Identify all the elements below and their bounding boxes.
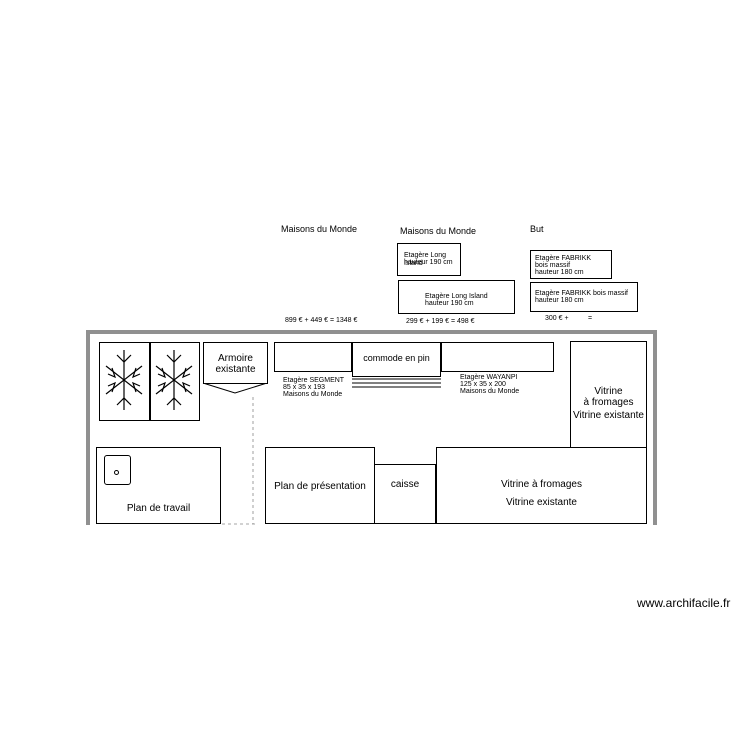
armoire-existante: Armoire existante — [203, 342, 268, 384]
commode-en-pin: commode en pin — [352, 342, 441, 377]
sink-drain-icon — [114, 470, 119, 475]
shelf-wayanpi — [441, 342, 554, 372]
plan-de-travail-label: Plan de travail — [126, 503, 191, 514]
freezer-2-icon — [155, 350, 193, 410]
wayanpi-name: Etagère WAYANPI — [460, 374, 518, 381]
label-maisons-du-monde-1: Maisons du Monde — [281, 224, 358, 234]
segment-brand: Maisons du Monde — [283, 391, 343, 398]
vitrine-right-label-1: Vitrine — [594, 386, 623, 397]
shelf-long-island-2-height: hauteur 190 cm — [425, 300, 474, 307]
armoire-label-2: existante — [215, 364, 256, 375]
freezer-1-icon — [105, 350, 143, 410]
plan-de-travail: Plan de travail — [96, 447, 221, 524]
vitrine-bottom-label-2: Vitrine existante — [506, 497, 577, 508]
caisse-label: caisse — [390, 479, 420, 490]
watermark: www.archifacile.fr — [637, 596, 731, 610]
shelf-long-island-2: Etagère Long Island hauteur 190 cm — [398, 280, 515, 314]
shelf-long-island-1: Etagère Long Island hauteur 190 cm — [397, 243, 461, 276]
shelf-segment — [274, 342, 352, 372]
vitrine-right-label-3: Vitrine existante — [573, 410, 644, 421]
caisse: caisse — [374, 464, 436, 524]
armoire-label-1: Armoire — [217, 353, 253, 364]
vitrine-right: Vitrine à fromages Vitrine existante — [570, 341, 647, 448]
plan-de-presentation-label: Plan de présentation — [274, 481, 366, 492]
shelf-long-island-1-height: hauteur 190 cm — [404, 259, 453, 266]
armoire-door-swing — [202, 382, 268, 394]
price-maisons-1: 899 € + 449 € = 1348 € — [285, 317, 358, 324]
vitrine-right-label-2: à fromages — [583, 397, 634, 408]
shelf-long-island-1-name: Etagère Long Island — [404, 252, 447, 267]
wall-left — [86, 330, 90, 525]
shelf-long-island-2-name: Etagère Long Island — [425, 293, 488, 300]
segment-name: Etagère SEGMENT — [283, 377, 345, 384]
shelf-fabrikk-1-material: bois massif — [535, 262, 571, 269]
plan-de-presentation: Plan de présentation — [265, 447, 375, 524]
shelf-fabrikk-2-height: hauteur 180 cm — [535, 297, 584, 304]
vitrine-bottom: Vitrine à fromages Vitrine existante — [436, 447, 647, 524]
wall-right — [653, 330, 657, 525]
freezer-2 — [150, 342, 200, 421]
commode-stripes — [352, 378, 441, 388]
shelf-fabrikk-2-name: Etagère FABRIKK bois massif — [535, 290, 628, 297]
segment-dimensions: 85 x 35 x 193 — [283, 384, 326, 391]
shelf-fabrikk-1-name: Etagère FABRIKK — [535, 255, 592, 262]
label-but: But — [530, 224, 544, 234]
price-but: 300 € + = — [545, 315, 593, 322]
wall-top — [86, 330, 657, 334]
wayanpi-brand: Maisons du Monde — [460, 388, 520, 395]
shelf-fabrikk-2: Etagère FABRIKK bois massif hauteur 180 … — [530, 282, 638, 312]
sink-icon — [104, 455, 131, 485]
vitrine-bottom-label-1: Vitrine à fromages — [501, 479, 582, 490]
label-maisons-du-monde-2: Maisons du Monde — [400, 226, 477, 236]
shelf-fabrikk-1: Etagère FABRIKK bois massif hauteur 180 … — [530, 250, 612, 279]
price-maisons-2: 299 € + 199 € = 498 € — [406, 318, 475, 325]
shelf-fabrikk-1-height: hauteur 180 cm — [535, 269, 584, 276]
commode-label: commode en pin — [363, 353, 430, 363]
freezer-1 — [99, 342, 150, 421]
wayanpi-dimensions: 125 x 35 x 200 — [460, 381, 506, 388]
